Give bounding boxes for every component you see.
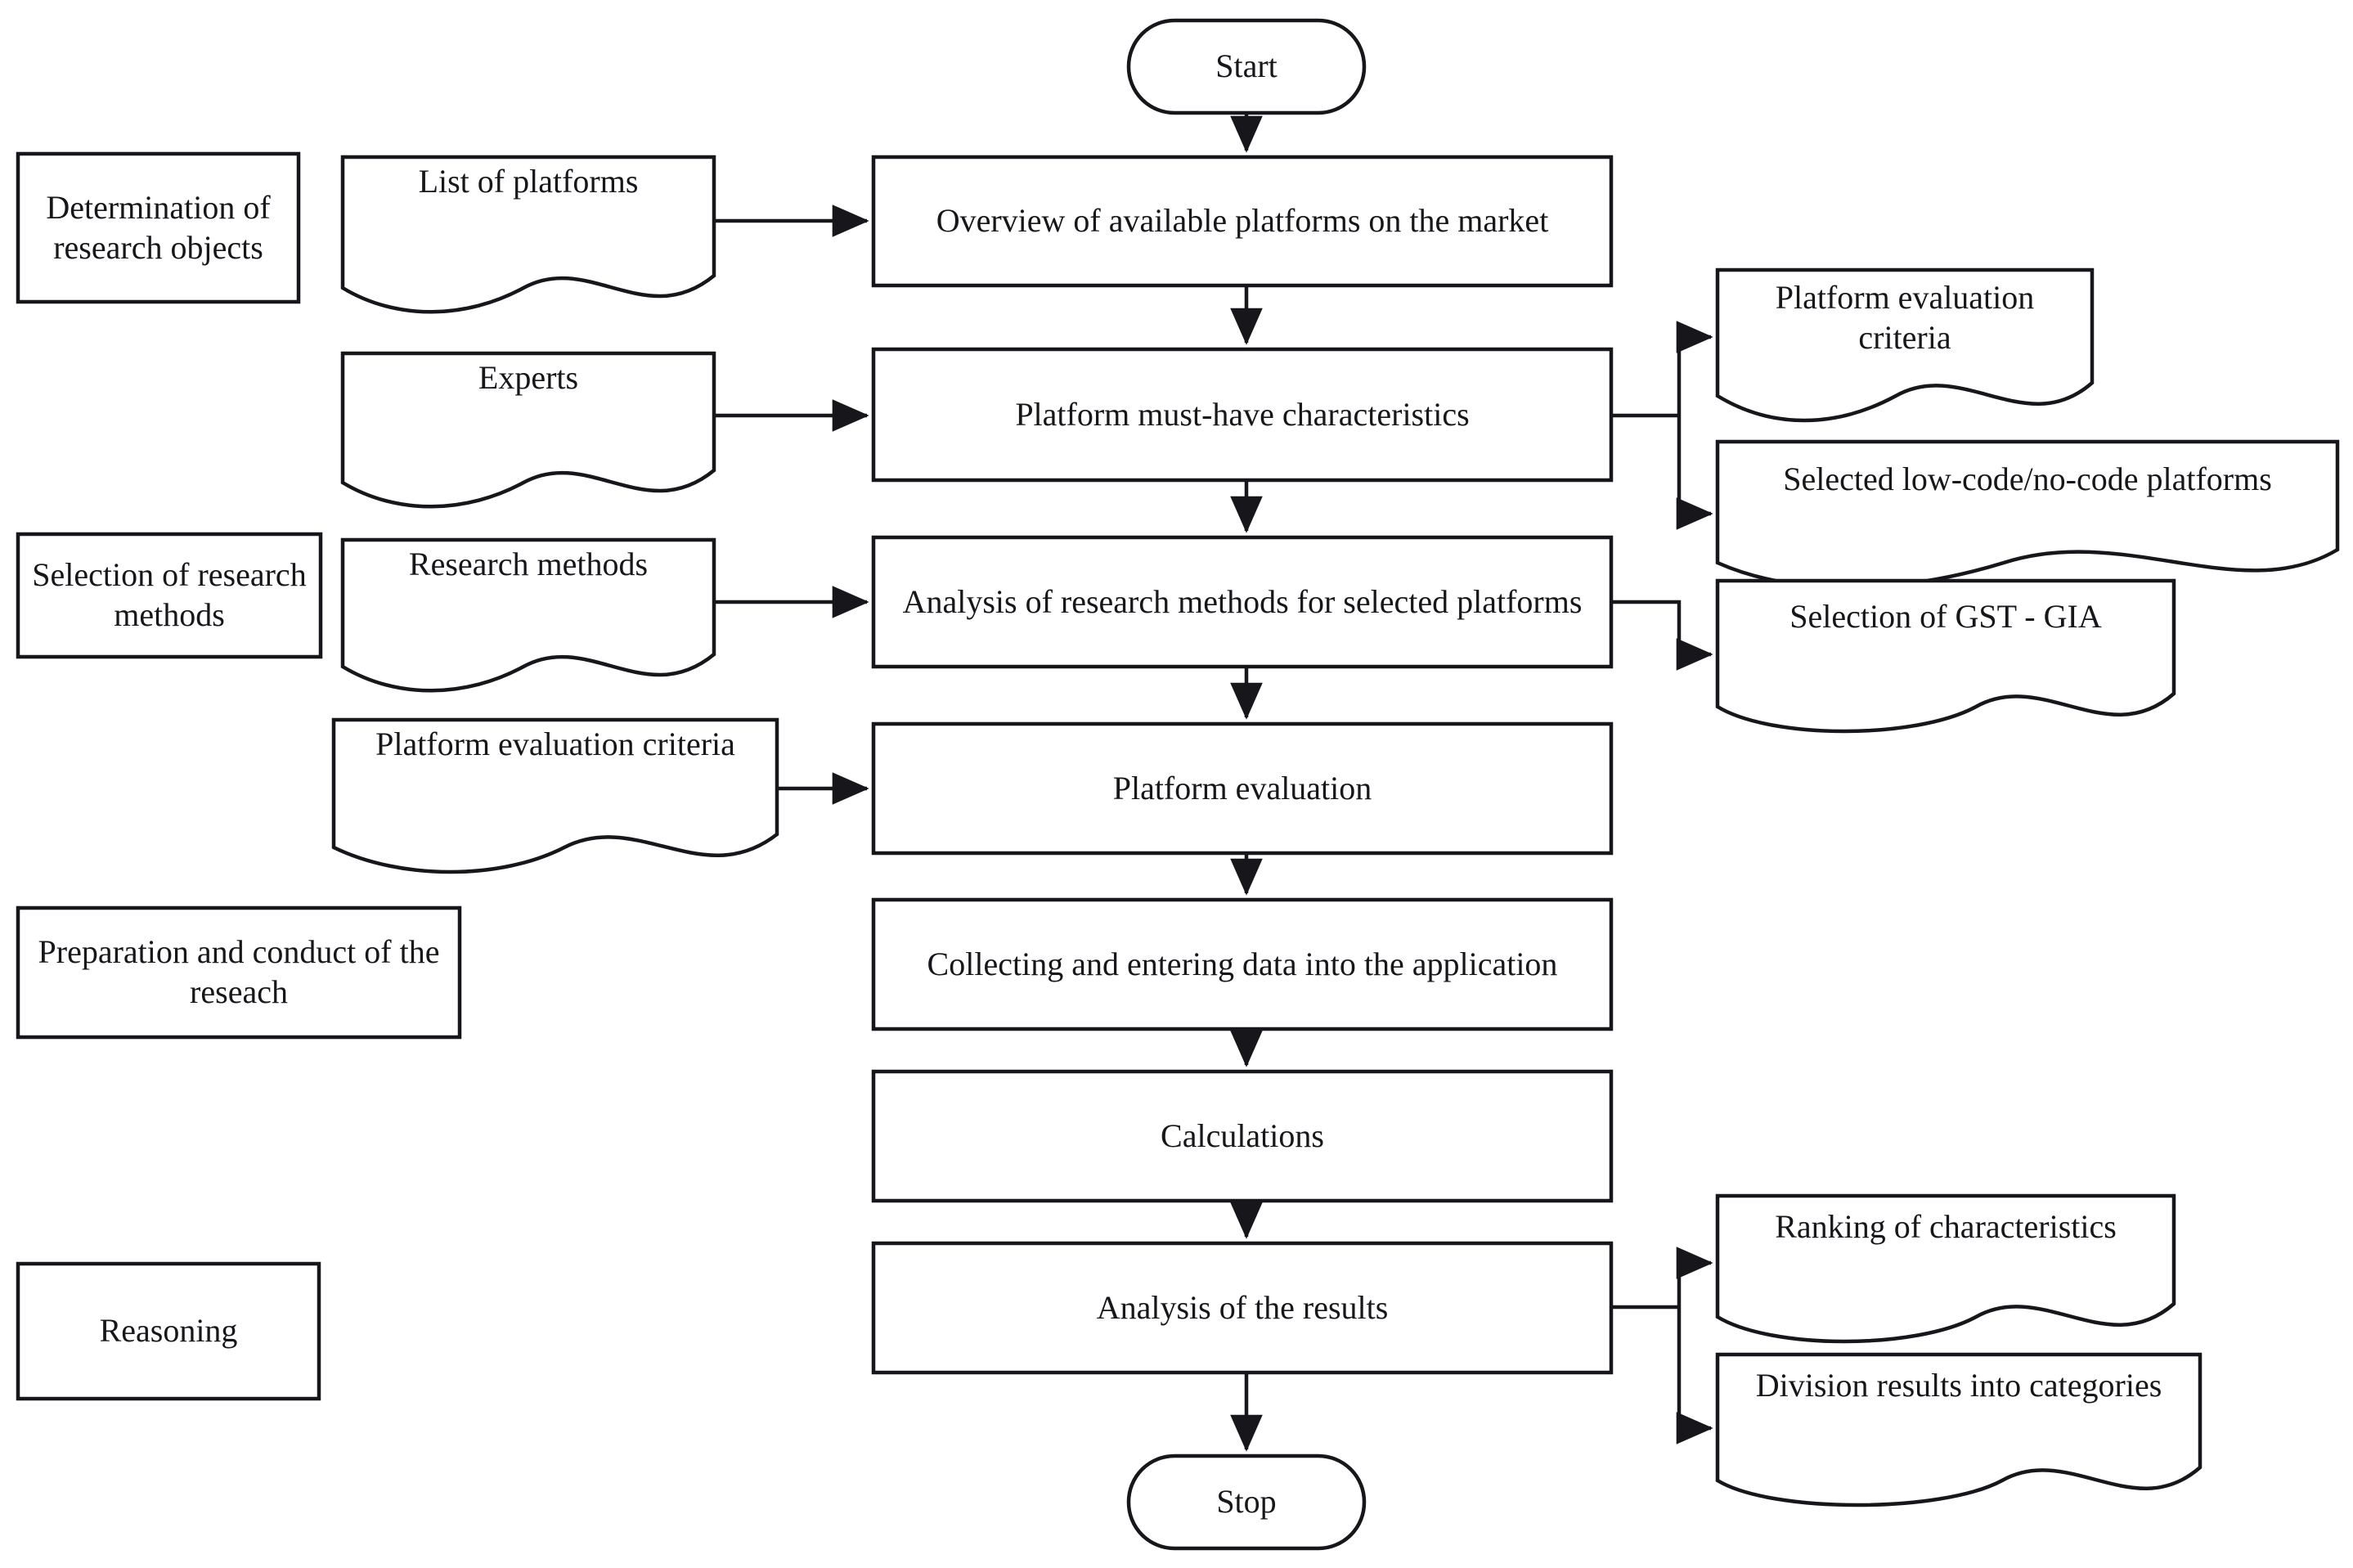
process-overview-text: Overview of available platforms on the m… [936, 202, 1549, 240]
doc-shape-out-gst-gia [1715, 578, 2176, 734]
output-selected-platforms-text: Selected low-code/no-code platforms [1783, 461, 2272, 497]
input-research-methods: Research methods [343, 540, 714, 654]
input-platform-evaluation-criteria-text: Platform evaluation criteria [375, 726, 735, 762]
edge-results-to-division [1676, 1307, 1713, 1444]
doc-shape-research-methods [340, 537, 716, 693]
output-selection-gst-gia: Selection of GST - GIA [1718, 592, 2174, 692]
doc-shape-out-division [1715, 1352, 2203, 1507]
stage-box-determination [16, 151, 301, 304]
process-box-analysis-methods [871, 535, 1614, 669]
edge-results-to-ranking [1676, 1247, 1713, 1307]
stage-box-preparation [16, 905, 462, 1040]
process-analysis-methods: Analysis of research methods for selecte… [873, 537, 1611, 667]
process-box-must-have [871, 347, 1614, 483]
terminator-stop: Stop [1129, 1456, 1364, 1548]
doc-shape-platform-evaluation-criteria [331, 717, 779, 874]
input-platform-evaluation-criteria: Platform evaluation criteria [334, 720, 777, 842]
output-division-categories: Division results into categories [1718, 1361, 2200, 1471]
terminator-stop-text: Stop [1216, 1483, 1277, 1521]
process-must-have-text: Platform must-have characteristics [1015, 395, 1470, 433]
output-division-categories-text: Division results into categories [1755, 1367, 2162, 1404]
output-selection-gst-gia-text: Selection of GST - GIA [1789, 598, 2102, 635]
process-analysis-results-text: Analysis of the results [1096, 1288, 1389, 1326]
stage-label-selection-methods-text: Selection of research methods [32, 556, 307, 633]
stage-box-reasoning [16, 1261, 321, 1401]
output-ranking: Ranking of characteristics [1718, 1202, 2174, 1302]
stage-label-preparation-text: Preparation and conduct of the reseach [38, 933, 440, 1010]
doc-shape-experts [340, 351, 716, 509]
doc-shape-out-ranking [1715, 1193, 2176, 1344]
output-platform-evaluation-criteria-text: Platform evaluation criteria [1775, 279, 2035, 356]
process-box-analysis-results [871, 1241, 1614, 1375]
output-ranking-text: Ranking of characteristics [1775, 1208, 2117, 1245]
stage-box-selection-methods [16, 532, 323, 659]
process-platform-evaluation: Platform evaluation [873, 724, 1611, 853]
process-analysis-results: Analysis of the results [873, 1243, 1611, 1373]
output-selected-platforms: Selected low-code/no-code platforms [1718, 455, 2337, 553]
terminator-shape-stop [1126, 1453, 1367, 1551]
process-calculations-text: Calculations [1161, 1116, 1324, 1154]
process-box-overview [871, 155, 1614, 288]
output-platform-evaluation-criteria: Platform evaluation criteria [1718, 273, 2092, 386]
doc-shape-out-criteria [1715, 267, 2095, 423]
edge-musthave-to-selected [1676, 416, 1713, 530]
stage-label-preparation: Preparation and conduct of the reseach [18, 908, 460, 1037]
stage-label-determination-text: Determination of research objects [46, 188, 271, 266]
process-overview: Overview of available platforms on the m… [873, 157, 1611, 285]
process-box-collecting-data [871, 897, 1614, 1031]
process-must-have: Platform must-have characteristics [873, 349, 1611, 480]
edge-analysis-to-gstgia [1611, 600, 1713, 671]
process-calculations: Calculations [873, 1072, 1611, 1201]
input-list-of-platforms-text: List of platforms [418, 163, 639, 200]
input-research-methods-text: Research methods [408, 546, 649, 582]
process-box-calculations [871, 1069, 1614, 1203]
stage-label-reasoning-text: Reasoning [99, 1312, 238, 1350]
stage-label-selection-methods: Selection of research methods [18, 534, 321, 657]
process-collecting-data: Collecting and entering data into the ap… [873, 900, 1611, 1029]
process-collecting-data-text: Collecting and entering data into the ap… [927, 945, 1558, 982]
stage-label-determination: Determination of research objects [18, 154, 299, 302]
process-platform-evaluation-text: Platform evaluation [1112, 769, 1372, 806]
stage-label-reasoning: Reasoning [18, 1264, 319, 1399]
input-list-of-platforms: List of platforms [343, 157, 714, 276]
input-experts: Experts [343, 353, 714, 470]
doc-shape-list-of-platforms [340, 155, 716, 314]
terminator-start-text: Start [1215, 47, 1278, 85]
input-experts-text: Experts [478, 359, 579, 396]
process-analysis-methods-text: Analysis of research methods for selecte… [902, 582, 1583, 620]
edge-musthave-to-criteria [1676, 321, 1713, 416]
terminator-start: Start [1129, 20, 1364, 113]
process-box-platform-evaluation [871, 721, 1614, 856]
